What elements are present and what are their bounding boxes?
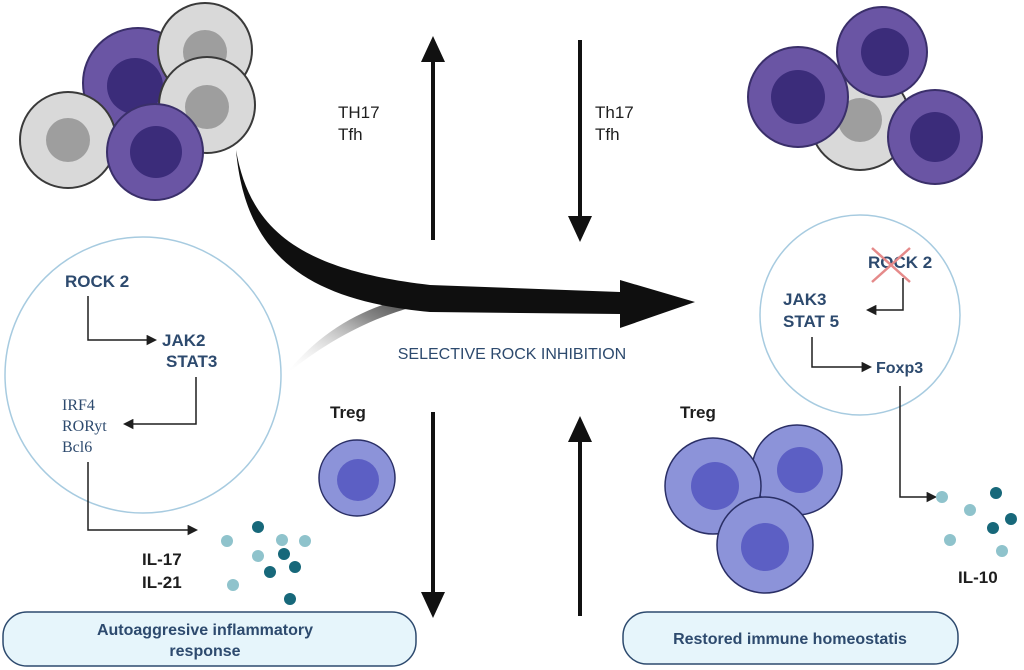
left-pathway-circle (4, 236, 282, 514)
rock2-left-label: ROCK 2 (65, 272, 129, 291)
il10-label: IL-10 (958, 568, 998, 587)
restored-homeostasis-box (622, 611, 959, 665)
tfh-down-label: Tfh (595, 125, 620, 144)
tfh-up-label: Tfh (338, 125, 363, 144)
right-pathway-circle (759, 214, 961, 416)
il17-label: IL-17 (142, 550, 182, 569)
arrow-up-icon (568, 416, 592, 616)
th17-up-label: TH17 (338, 103, 380, 122)
cross-mark-icon (871, 247, 911, 283)
autoaggressive-response-box (2, 611, 417, 667)
bcl6-label: Bcl6 (62, 439, 92, 456)
irf4-label: IRF4 (62, 397, 95, 414)
top-left-cell-cluster (19, 2, 256, 201)
selective-rock-inhibition-label: SELECTIVE ROCK INHIBITION (398, 346, 626, 363)
arrow-up-icon (421, 36, 445, 240)
treg-left-label: Treg (330, 403, 366, 422)
top-right-cell-cluster (747, 6, 983, 185)
left-cytokines (221, 521, 311, 605)
autoaggressive-line1: Autoaggresive inflammatory (97, 622, 313, 639)
jak2-label: JAK2 (162, 331, 205, 350)
jak3-label: JAK3 (783, 290, 826, 309)
foxp3-label: Foxp3 (876, 360, 923, 377)
il21-label: IL-21 (142, 573, 182, 592)
arrow-down-icon (421, 412, 445, 618)
th17-down-label: Th17 (595, 103, 634, 122)
treg-cell-cluster (664, 424, 843, 594)
roryt-label: RORyt (62, 418, 107, 435)
arrow-down-icon (568, 40, 592, 242)
autoaggressive-line2: response (169, 643, 240, 660)
right-cytokines (936, 487, 1017, 557)
treg-right-label: Treg (680, 403, 716, 422)
restored-homeostasis-label: Restored immune homeostatis (673, 631, 907, 648)
curved-arrow-icon (236, 150, 695, 375)
stat3-label: STAT3 (166, 352, 217, 371)
stat5-label: STAT 5 (783, 312, 839, 331)
